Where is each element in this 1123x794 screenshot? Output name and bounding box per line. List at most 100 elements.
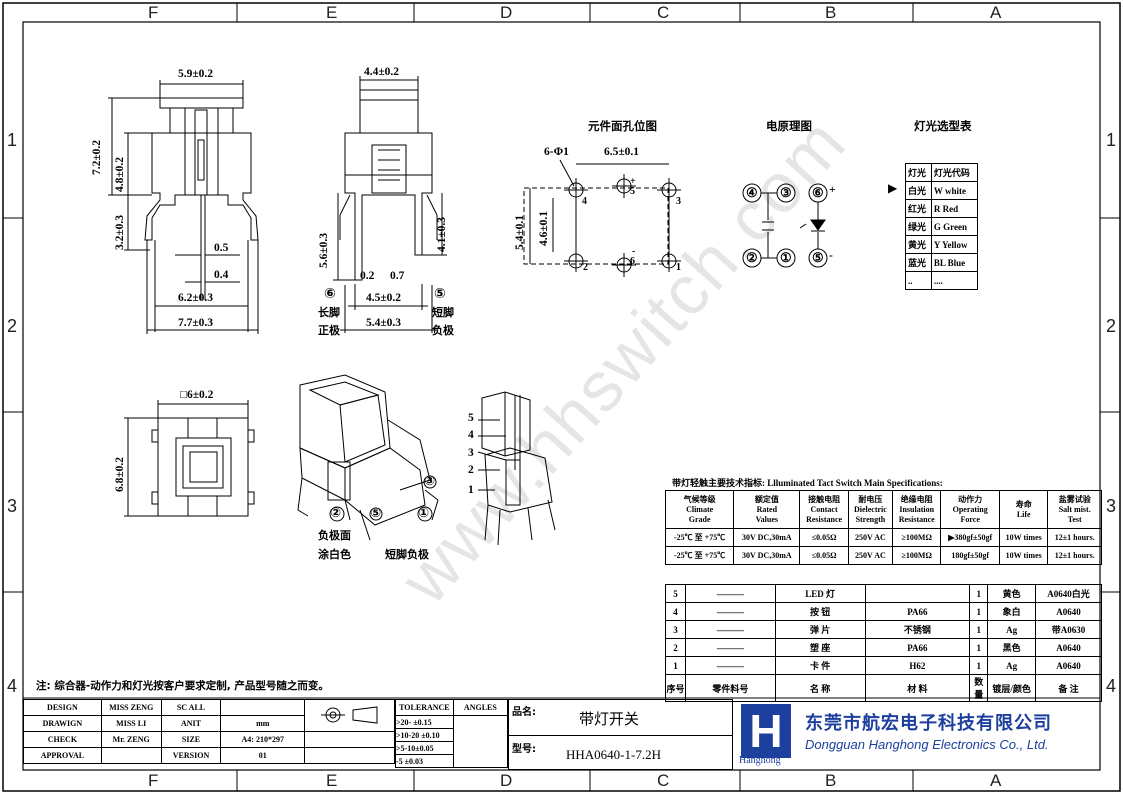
light-row-color: 绿光 xyxy=(905,217,932,236)
light-row-code: BL Blue xyxy=(930,253,979,272)
exploded-label-2: 2 xyxy=(468,464,474,476)
tolerance-row: >10-20 ±0.10 xyxy=(395,728,454,742)
dim-top-width: □6±0.2 xyxy=(180,389,214,401)
bom-cell: 5 xyxy=(665,584,686,603)
spec-cell: ≥100MΩ xyxy=(892,546,942,565)
spec-cell: ≤0.05Ω xyxy=(799,528,849,547)
tb-check-label: CHECK xyxy=(23,731,102,748)
iso-white-coat-label: 涂白色 xyxy=(318,548,351,561)
pcb-pin-2: 2 xyxy=(583,262,588,273)
bom-cell: 黄色 xyxy=(987,584,1037,603)
iso-callout-1: ① xyxy=(418,506,430,521)
bom-cell: 1 xyxy=(969,620,989,639)
tb-unit-label: ANIT xyxy=(160,715,222,732)
dim-front-top-width: 4.4±0.2 xyxy=(364,66,400,78)
dim-top-height: 6.8±0.2 xyxy=(114,456,126,492)
light-table-arrow: ▶ xyxy=(888,181,898,195)
product-name-value: 带灯开关 xyxy=(579,710,640,728)
tolerance-row: -5 ±0.03 xyxy=(395,754,454,768)
pcb-minus-mark: - xyxy=(632,246,636,257)
schematic-node-2: ② xyxy=(746,250,758,265)
bom-cell: 1 xyxy=(969,656,989,675)
tolerance-label: TOLERANCE xyxy=(395,699,454,716)
tolerance-row: >5-10±0.05 xyxy=(395,741,454,755)
schematic-plus: + xyxy=(829,184,836,196)
light-row-color: 蓝光 xyxy=(905,253,932,272)
dim-side-pin-b: 0.4 xyxy=(214,269,229,281)
angles-empty xyxy=(452,715,509,768)
exploded-label-3: 3 xyxy=(468,447,474,459)
pcb-layout-title: 元件面孔位图 xyxy=(588,119,657,133)
tb-sc: SC ALL xyxy=(160,699,222,716)
spec-cell: 12±1 hours. xyxy=(1047,528,1102,547)
bom-cell: A0640 xyxy=(1035,656,1102,675)
tb-size-label: SIZE xyxy=(160,731,222,748)
bom-cell: 按 钮 xyxy=(774,602,866,621)
bom-header: 零件料号 xyxy=(684,674,776,702)
schematic-node-6: ⑥ xyxy=(812,185,824,200)
zone-right-2: 2 xyxy=(1106,316,1117,336)
light-row-color: 黄光 xyxy=(905,235,932,254)
light-row-code: W white xyxy=(930,181,979,200)
tb-version-label: VERSION xyxy=(160,747,222,764)
zone-bottom-e: E xyxy=(326,771,338,790)
tb-design-name: MISS ZENG xyxy=(100,699,162,716)
light-header-code: 灯光代码 xyxy=(930,163,979,182)
spec-cell: 250V AC xyxy=(847,546,894,565)
projection-symbol xyxy=(320,705,378,724)
bom-cell: ——— xyxy=(684,602,776,621)
tb-empty xyxy=(304,731,395,748)
tb-drawing-name: MISS LI xyxy=(100,715,162,732)
bom-cell: 1 xyxy=(969,638,989,657)
iso-callout-5: ⑤ xyxy=(370,506,382,521)
bom-header: 名 称 xyxy=(774,674,866,702)
light-table-title: 灯光选型表 xyxy=(914,119,972,133)
spec-cell: ≤0.05Ω xyxy=(799,546,849,565)
light-row-code: .... xyxy=(930,271,979,290)
product-divider xyxy=(509,735,732,736)
spec-cell: 12±1 hours. xyxy=(1047,546,1102,565)
pcb-pin-1: 1 xyxy=(676,262,681,273)
zone-top-e: E xyxy=(326,3,338,22)
tb-check-name: Mr. ZENG xyxy=(100,731,162,748)
company-block: H Hanghong 东莞市航宏电子科技有限公司 Dongguan Hangho… xyxy=(733,699,1100,770)
pin5-label-negative: 负极 xyxy=(432,324,454,337)
bom-cell: 弹 片 xyxy=(774,620,866,639)
exploded-label-5: 5 xyxy=(468,412,474,424)
dim-front-pin-pitch: 4.5±0.2 xyxy=(366,292,402,304)
zone-bottom-f: F xyxy=(148,771,159,790)
pcb-holes: 6-Φ1 xyxy=(544,146,569,158)
dim-side-pin-height: 3.2±0.3 xyxy=(114,214,126,250)
bom-cell: LED 灯 xyxy=(774,584,866,603)
bom-cell: 不锈钢 xyxy=(864,620,971,639)
dim-front-gap-b: 0.7 xyxy=(390,270,405,282)
tb-empty xyxy=(304,747,395,764)
tb-projection xyxy=(304,699,395,732)
dim-side-total-height: 7.2±0.2 xyxy=(91,139,103,175)
tb-approval-label: APPROVAL xyxy=(23,747,102,764)
bom-cell: H62 xyxy=(864,656,971,675)
zone-bottom-c: C xyxy=(657,771,670,790)
dim-front-outer-pitch: 5.4±0.3 xyxy=(366,317,402,329)
light-row-code: Y Yellow xyxy=(930,235,979,254)
schematic-node-4: ④ xyxy=(746,185,758,200)
pcb-pin-3: 3 xyxy=(676,196,681,207)
bom-cell: 2 xyxy=(665,638,686,657)
iso-short-pin-label: 短脚负极 xyxy=(385,548,429,561)
bom-cell: 塑 座 xyxy=(774,638,866,657)
pcb-plus-mark: + xyxy=(630,176,636,187)
product-name-label: 品名: xyxy=(512,707,536,718)
pcb-pin-5: 5 xyxy=(630,186,635,197)
bom-cell: ——— xyxy=(684,584,776,603)
drawing-note: 注: 综合器-动作力和灯光按客户要求定制, 产品型号随之而变。 xyxy=(36,680,329,692)
spec-cell: 250V AC xyxy=(847,528,894,547)
zone-left-2: 2 xyxy=(7,316,18,336)
